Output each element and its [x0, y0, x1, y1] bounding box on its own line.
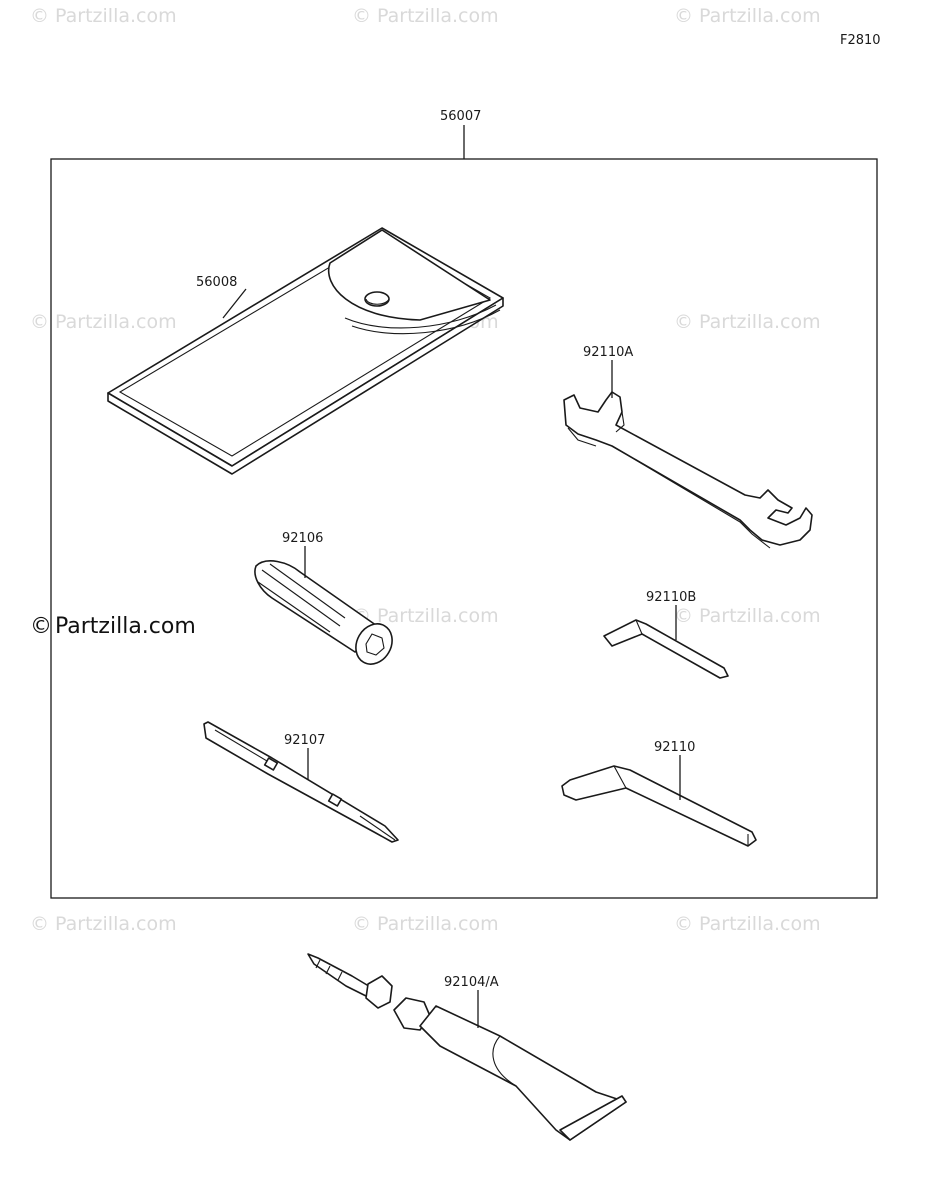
copyright-symbol: ©	[30, 614, 52, 639]
hex-small-label: 92110B	[646, 590, 696, 605]
socket-label: 92106	[282, 531, 323, 546]
watermark: © Partzilla.com	[674, 5, 821, 27]
kit-label: 56007	[440, 109, 481, 124]
watermark: © Partzilla.com	[30, 5, 177, 27]
grease-tube	[307, 953, 627, 1141]
watermark: © Partzilla.com	[352, 5, 499, 27]
open-end-wrench	[563, 391, 813, 549]
watermark: © Partzilla.com	[674, 311, 821, 333]
watermark: © Partzilla.com	[352, 605, 499, 627]
watermark: © Partzilla.com	[674, 913, 821, 935]
main-watermark: © Partzilla.com	[30, 614, 196, 639]
pouch-label: 56008	[196, 275, 237, 290]
main-watermark-text: Partzilla.com	[55, 614, 196, 639]
grease-label: 92104/A	[444, 975, 499, 990]
hex-key-small	[603, 619, 729, 679]
pouch-leader-line	[222, 288, 247, 319]
tool-pouch	[107, 227, 504, 475]
hex-large-label: 92110	[654, 740, 695, 755]
screwdriver-label: 92107	[284, 733, 325, 748]
socket-driver	[254, 560, 393, 665]
hex-key-large	[561, 765, 757, 847]
screwdriver	[203, 721, 399, 843]
watermark: © Partzilla.com	[674, 605, 821, 627]
watermark: © Partzilla.com	[30, 913, 177, 935]
watermark: © Partzilla.com	[352, 913, 499, 935]
figure-code: F2810	[840, 33, 881, 48]
wrench-label: 92110A	[583, 345, 633, 360]
watermark: © Partzilla.com	[30, 311, 177, 333]
watermark-grid: © Partzilla.com © Partzilla.com © Partzi…	[30, 5, 821, 935]
